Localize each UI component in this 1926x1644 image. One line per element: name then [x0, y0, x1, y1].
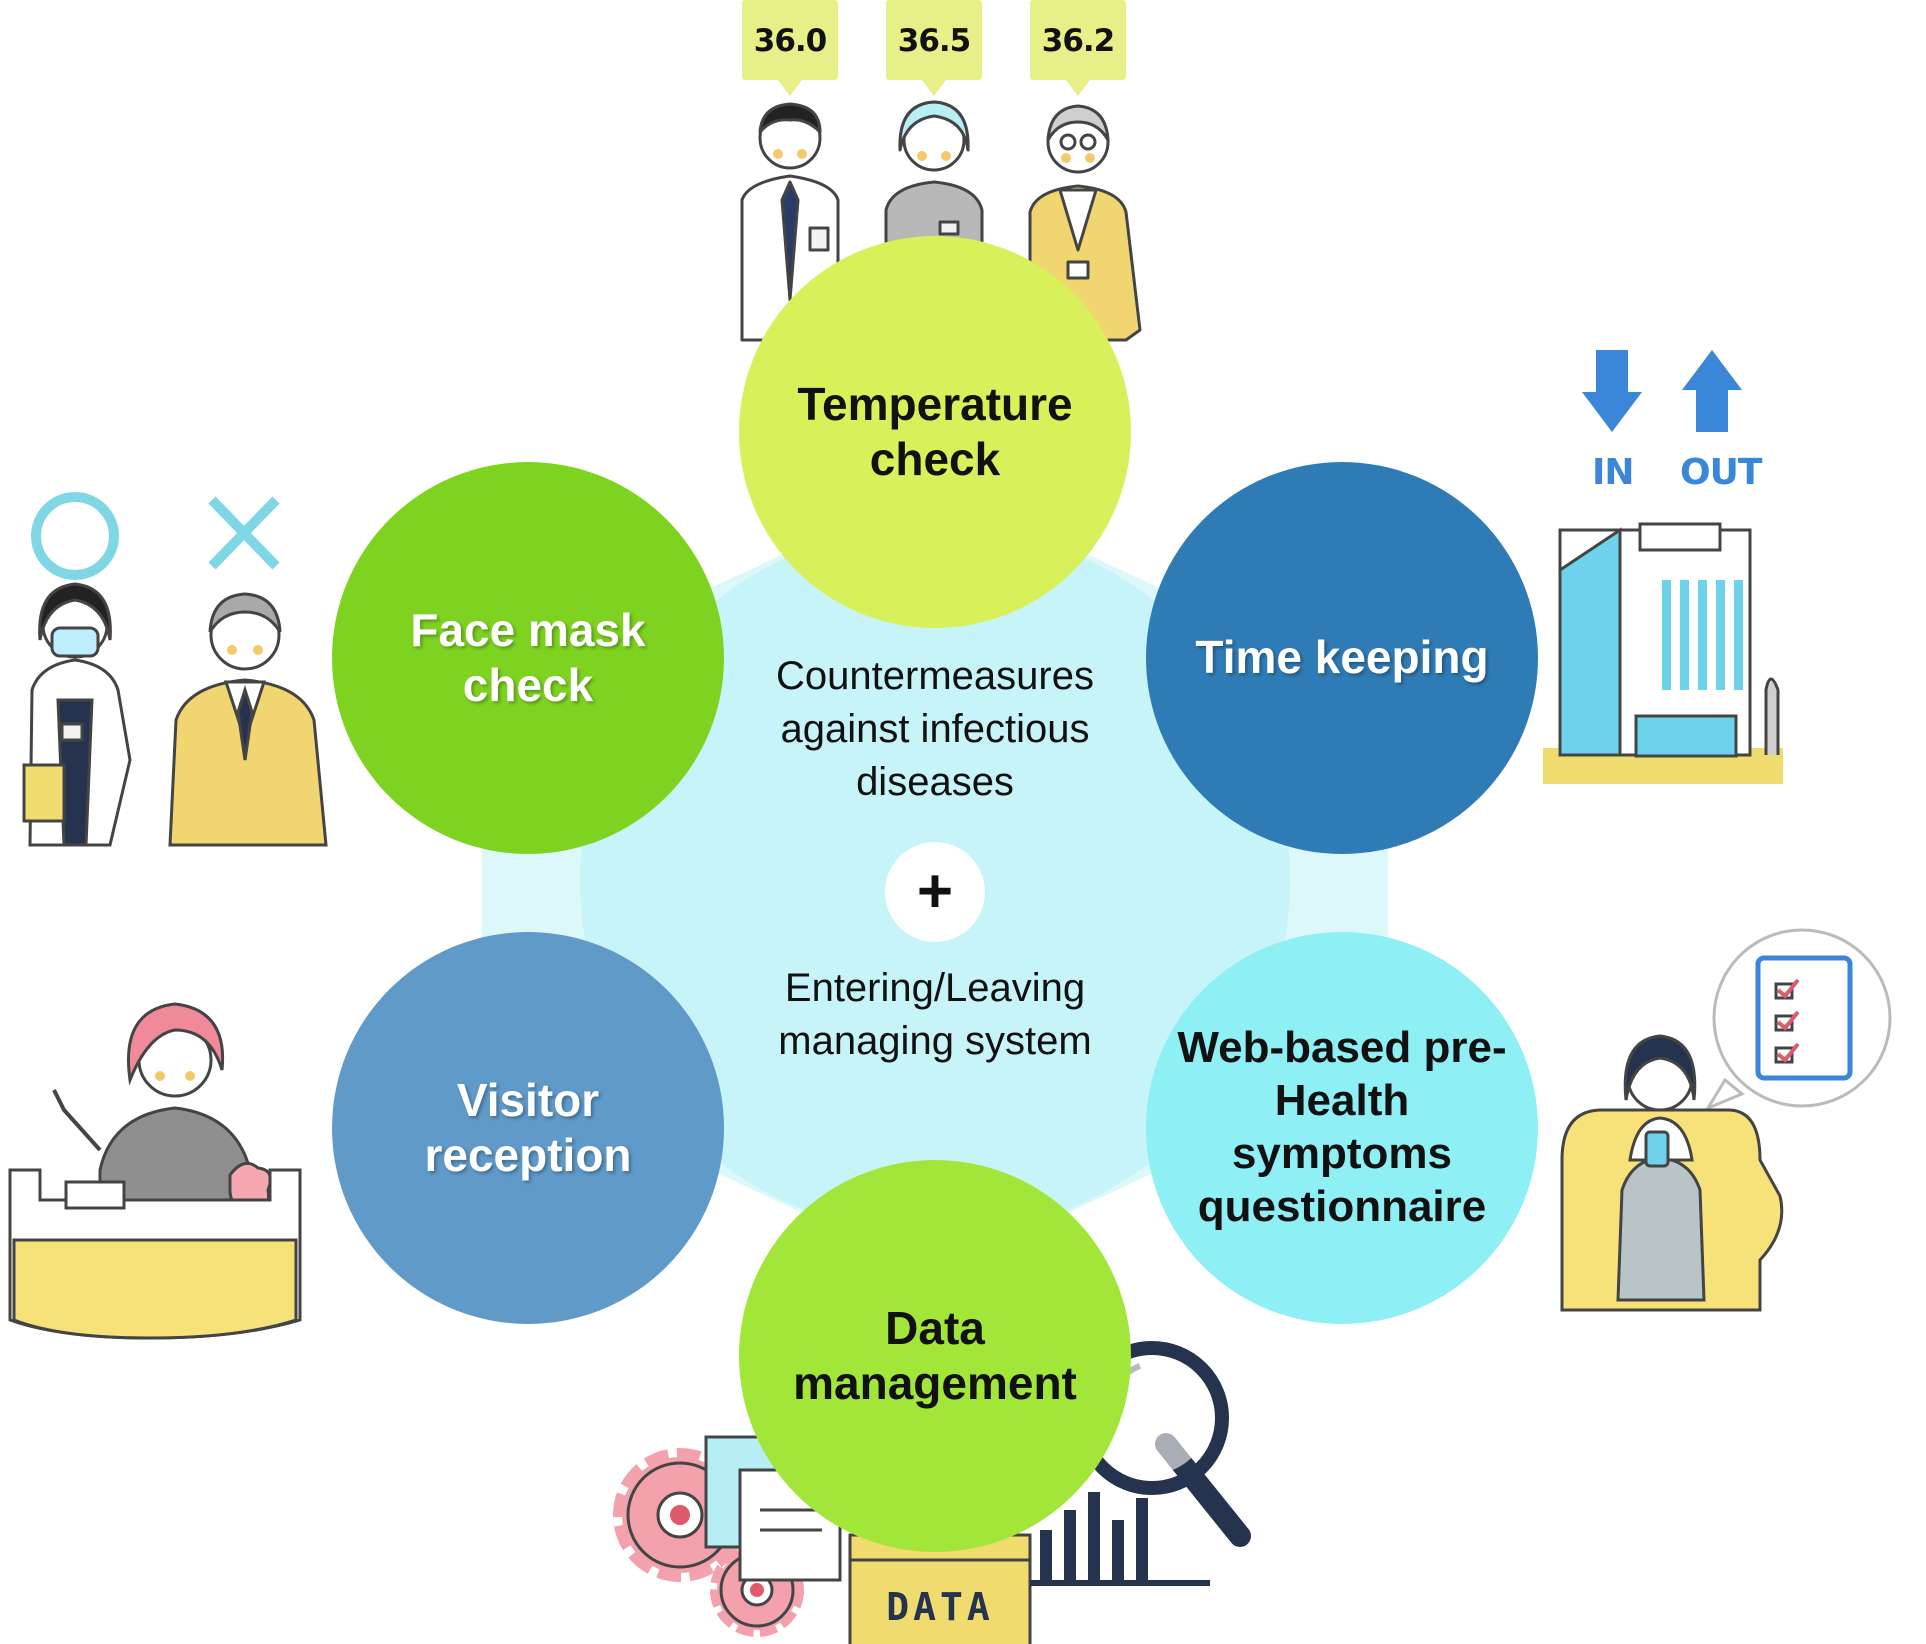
node-face-mask-circle [332, 462, 724, 854]
node-visitor-reception-circle [332, 932, 724, 1324]
circle-ok-icon [31, 492, 119, 580]
plus-disk [885, 842, 985, 942]
visitor-reception-illustration [8, 1002, 302, 1340]
checklist-icon [1755, 955, 1853, 1081]
node-visitor-reception-label: Visitor reception [424, 1073, 632, 1181]
cross-ng-icon [208, 496, 280, 570]
node-time-keeping-label: Time keeping [1195, 631, 1489, 684]
out-label: OUT [1680, 452, 1762, 493]
node-time-keeping-circle [1146, 462, 1538, 854]
temperature-tag-2-shape [886, 0, 982, 96]
data-management-illustration [613, 1341, 1251, 1644]
arrow-in-icon [1582, 350, 1642, 432]
node-data-management-label: Data management [793, 1301, 1077, 1409]
building-icon [1543, 522, 1783, 784]
face-mask-illustration [22, 492, 328, 847]
node-health-questionnaire-label: Web-based pre-Health symptoms questionna… [1177, 1023, 1507, 1231]
temperature-tag-3-shape [1030, 0, 1126, 96]
center-text-countermeasures: Countermeasures against infectious disea… [776, 654, 1094, 805]
bar-chart-icon [1030, 1492, 1210, 1586]
node-temperature-circle [739, 236, 1131, 628]
time-keeping-illustration [1543, 350, 1783, 784]
node-temperature-label: Temperature check [797, 377, 1073, 485]
temperature-tag-3: 36.2 [1041, 23, 1116, 59]
data-folder-label: DATA [886, 1585, 994, 1630]
node-data-management-circle [739, 1160, 1131, 1552]
temperature-tag-1: 36.0 [753, 23, 828, 59]
arrow-out-icon [1682, 350, 1742, 432]
folder-icon [848, 1518, 1032, 1644]
center-text-entering-leaving: Entering/Leaving managing system [778, 966, 1092, 1064]
temperature-tag-2: 36.5 [897, 23, 972, 59]
node-face-mask-label: Face mask check [410, 603, 646, 711]
plus-sign: + [916, 856, 954, 926]
node-health-questionnaire-circle [1146, 932, 1538, 1324]
temperature-tag-1-shape [742, 0, 838, 96]
health-questionnaire-illustration [1560, 928, 1892, 1312]
in-label: IN [1592, 452, 1635, 493]
